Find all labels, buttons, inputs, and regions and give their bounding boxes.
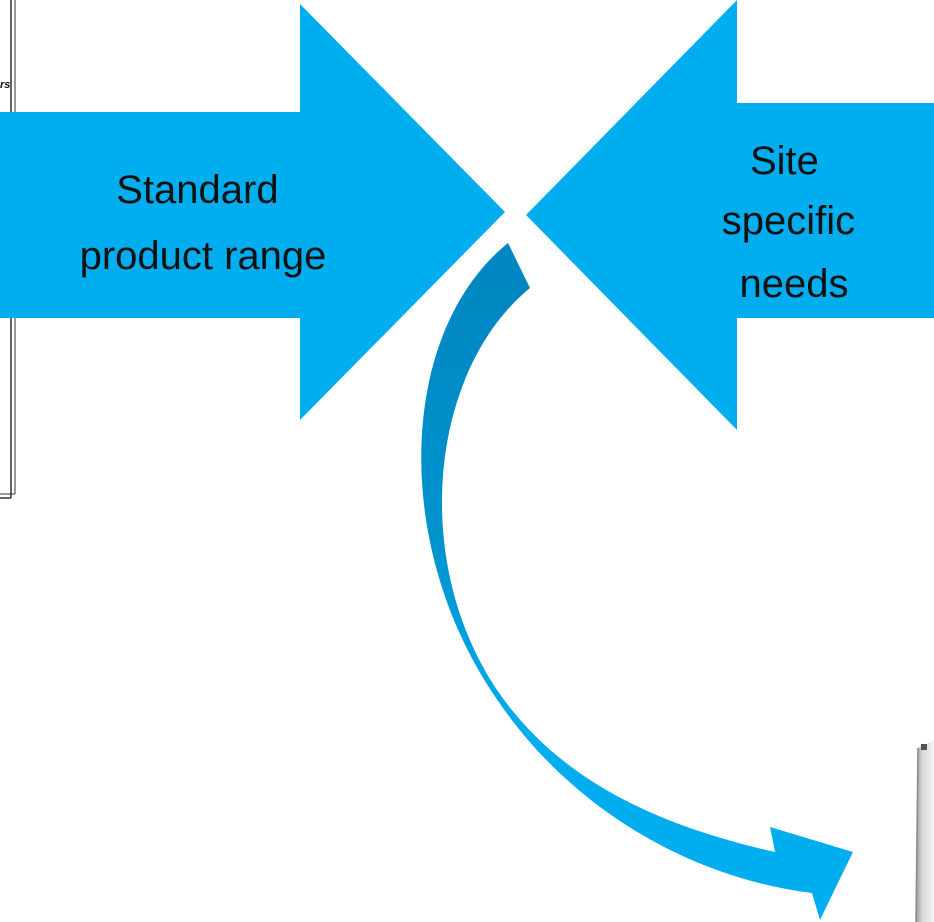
product-panel-clip bbox=[921, 744, 927, 750]
curved-arrow-icon bbox=[421, 243, 853, 920]
right-arrow-label-line-1: Site bbox=[750, 139, 819, 183]
right-arrow-label: Site specific needs bbox=[722, 139, 867, 306]
document-text: rs bbox=[0, 79, 10, 91]
right-arrow-label-line-2: specific bbox=[722, 199, 855, 243]
left-arrow-label-line-1: Standard bbox=[116, 168, 278, 212]
left-arrow-label: Standard product range bbox=[80, 168, 327, 278]
product-panel bbox=[916, 740, 934, 922]
right-arrow: Site specific needs bbox=[526, 0, 934, 430]
product-image bbox=[915, 740, 934, 922]
left-arrow-label-line-2: product range bbox=[80, 234, 327, 278]
right-arrow-label-line-3: needs bbox=[740, 262, 849, 306]
left-arrow-shape bbox=[0, 4, 505, 420]
product-panel-edge bbox=[915, 747, 919, 922]
left-arrow: Standard product range bbox=[0, 4, 505, 420]
right-arrow-shape bbox=[526, 0, 934, 430]
curved-arrow-shape bbox=[421, 243, 853, 920]
